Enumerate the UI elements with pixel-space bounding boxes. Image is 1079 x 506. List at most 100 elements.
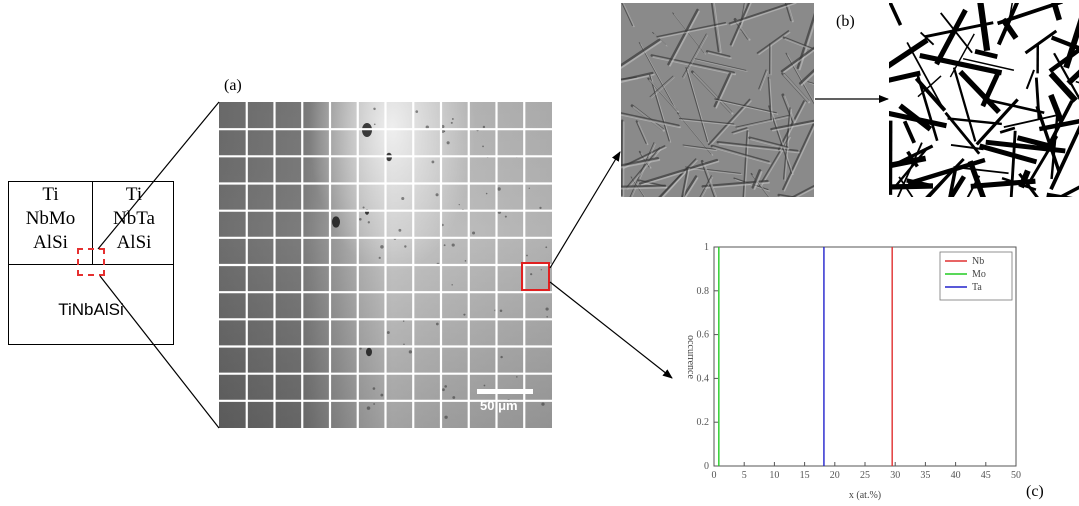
binary-lath <box>924 21 994 39</box>
schematic-divider-vertical <box>92 182 93 265</box>
gray-lath <box>728 3 794 25</box>
gray-lath-highlight <box>684 146 718 152</box>
gray-lath <box>639 158 719 185</box>
gray-lath <box>782 36 814 51</box>
mosaic-speck <box>404 245 407 248</box>
binary-lath <box>982 97 1045 114</box>
mosaic-speck <box>402 320 405 322</box>
mosaic-speck <box>362 206 365 209</box>
gray-lath-highlight <box>707 51 732 60</box>
binary-lath <box>1075 80 1079 84</box>
gray-lath <box>656 21 727 38</box>
binary-lath <box>889 37 929 69</box>
gray-lath-highlight <box>653 33 668 47</box>
gray-lath <box>710 3 721 53</box>
gray-lath-highlight <box>783 125 814 192</box>
x-tick-label: 30 <box>890 470 900 481</box>
binary-lath <box>917 75 942 98</box>
binary-lath <box>1024 29 1058 55</box>
binary-lath <box>893 147 929 189</box>
binary-lath <box>996 3 1063 26</box>
binary-lath <box>952 67 977 142</box>
gray-lath <box>638 42 675 107</box>
gray-lath <box>699 175 712 197</box>
mosaic-speck <box>372 387 376 390</box>
x-tick-label: 50 <box>1011 470 1021 481</box>
gray-lath <box>621 184 667 189</box>
gray-lath-highlight <box>686 168 743 176</box>
gray-lath <box>649 75 674 98</box>
gray-lath-highlight <box>750 138 790 150</box>
gray-lath <box>798 68 814 85</box>
binary-lath <box>889 155 927 169</box>
gray-lath-highlight <box>683 168 690 197</box>
binary-lath <box>975 98 1019 146</box>
mosaic-speck <box>482 145 484 148</box>
mosaic-speck <box>425 125 429 129</box>
binary-lath <box>889 183 934 190</box>
gray-lath <box>659 167 688 197</box>
mosaic-speck <box>451 118 454 120</box>
y-tick-label: 0.6 <box>697 330 710 341</box>
gray-lath-highlight <box>769 107 794 176</box>
gray-lath-highlight <box>650 76 672 143</box>
mosaic-speck <box>415 110 419 113</box>
mosaic-speck <box>463 313 466 316</box>
mosaic-speck <box>546 315 548 318</box>
binary-lath <box>1003 114 1058 129</box>
x-tick-label: 45 <box>981 470 991 481</box>
binary-lath <box>967 160 986 197</box>
mosaic-speck <box>359 347 362 350</box>
gray-lath <box>756 30 790 54</box>
x-tick-label: 35 <box>920 470 930 481</box>
gray-lath <box>694 58 747 71</box>
legend-label-mo: Mo <box>972 269 986 280</box>
gray-lath-highlight <box>673 14 706 55</box>
gray-lath <box>621 112 680 127</box>
cell-tr-line-2: NbTa <box>113 208 155 229</box>
binary-lath <box>934 8 968 66</box>
gray-lath <box>630 176 645 197</box>
gray-lath <box>748 136 789 149</box>
binary-lath <box>1038 119 1079 132</box>
gray-lath-highlight <box>652 56 737 76</box>
mosaic-speck <box>378 256 381 259</box>
gray-lath-highlight <box>651 77 675 99</box>
mosaic-speck <box>373 123 376 126</box>
mosaic-speck <box>526 254 528 257</box>
binary-lath <box>898 176 914 197</box>
chart-ylabel: occurrence <box>685 335 696 379</box>
gray-lath <box>770 119 814 131</box>
gray-lath <box>735 114 790 128</box>
mosaic-speck <box>451 284 453 286</box>
gray-lath <box>710 144 770 164</box>
y-tick-label: 0.4 <box>697 373 710 384</box>
gray-lath <box>707 98 751 146</box>
mosaic-speck <box>530 273 533 276</box>
mosaic-speck <box>373 403 376 405</box>
gray-lath <box>751 169 762 189</box>
x-tick-label: 10 <box>769 470 779 481</box>
gray-lath-highlight <box>640 43 676 109</box>
y-tick-label: 0.8 <box>697 286 710 297</box>
mosaic-speck <box>540 269 542 271</box>
y-tick-label: 0.2 <box>697 417 710 428</box>
gray-lath <box>681 33 707 78</box>
mosaic-pore <box>366 347 372 357</box>
x-tick-label: 25 <box>860 470 870 481</box>
binary-lath <box>1050 35 1079 51</box>
gray-lath-highlight <box>783 73 811 104</box>
binary-lath <box>1050 107 1060 180</box>
gray-lath-highlight <box>649 79 680 113</box>
mosaic-speck <box>497 187 501 191</box>
gray-lath-highlight <box>692 72 734 115</box>
mosaic-speck <box>516 376 518 378</box>
gray-lath <box>635 120 648 144</box>
gray-lath <box>625 147 661 189</box>
mosaic-speck <box>435 322 439 326</box>
sem-tile-mosaic <box>219 102 552 428</box>
gray-lath-highlight <box>784 38 814 52</box>
gray-lath <box>782 107 791 180</box>
gray-lath-highlight <box>753 171 763 190</box>
